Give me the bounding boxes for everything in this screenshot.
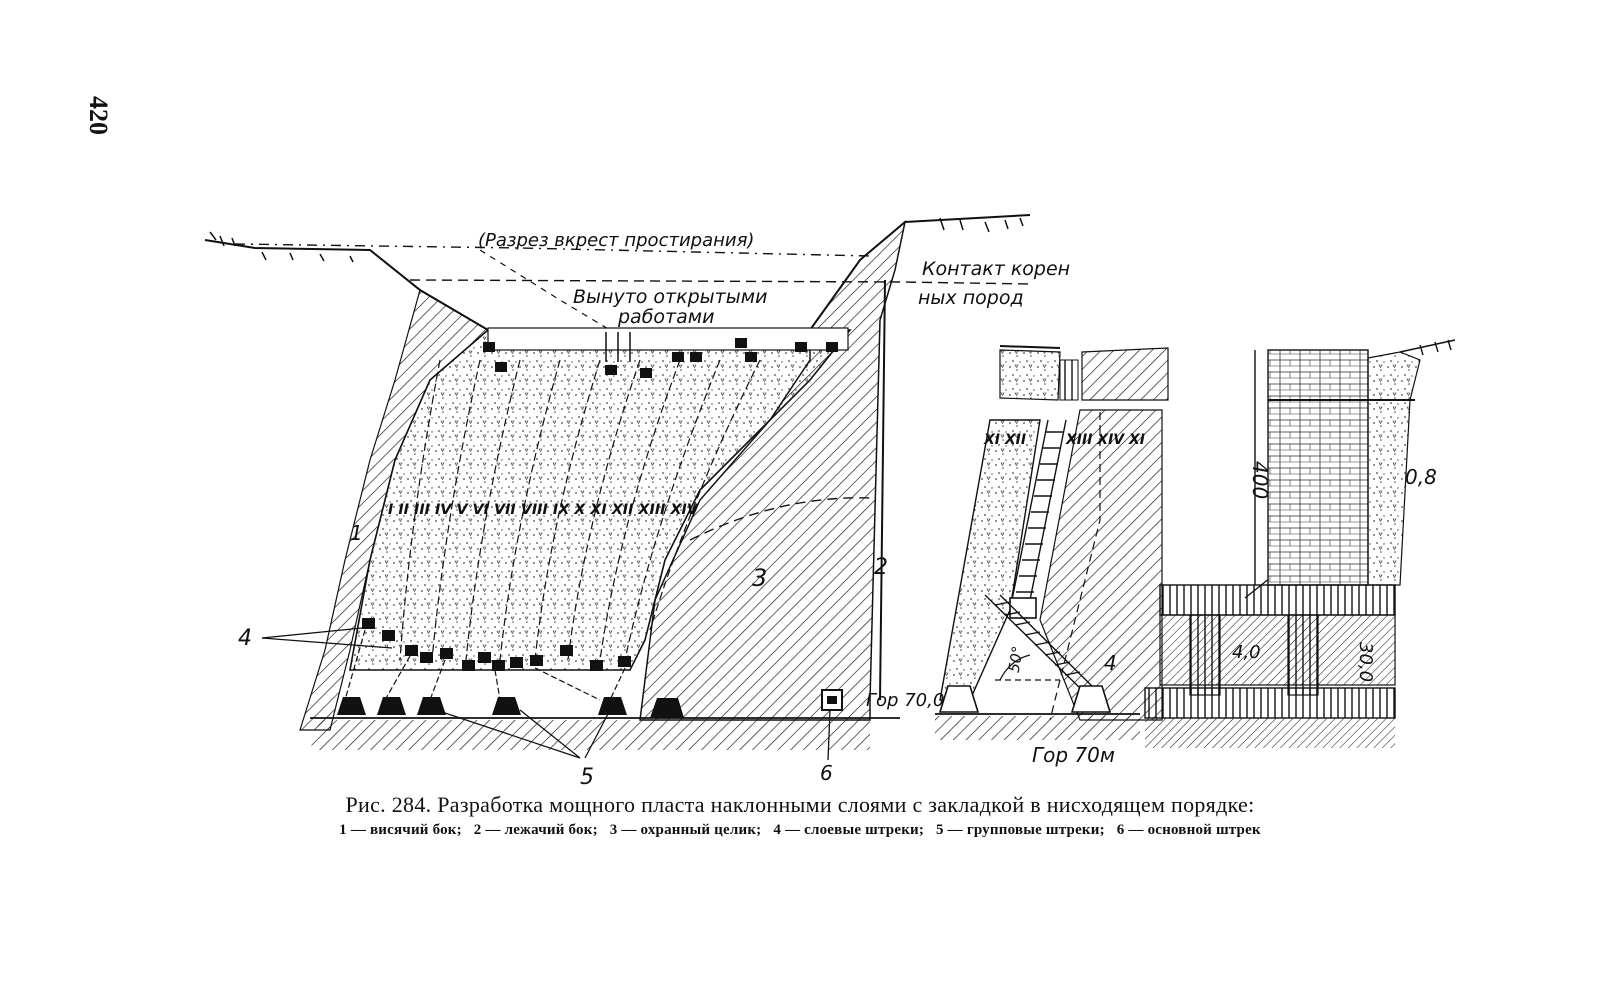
slice-lines bbox=[399, 359, 761, 661]
plan-bottom-timbers bbox=[1144, 687, 1396, 719]
detail-bottom-rock bbox=[935, 716, 1140, 740]
detail-top-shaft bbox=[1059, 359, 1079, 401]
detail-top-rock bbox=[999, 349, 1061, 401]
callout-1: 1 bbox=[350, 521, 363, 545]
surface-grass-left bbox=[209, 231, 354, 263]
section-label: (Разрез вкрест простирания) bbox=[478, 230, 754, 251]
dim-40: 4,0 bbox=[1232, 642, 1261, 663]
plan-top-grass bbox=[1399, 339, 1456, 353]
detail-callout-4: 4 bbox=[1104, 651, 1117, 675]
main-section: (Разрез вкрест простирания) Вынуто откры… bbox=[204, 214, 1271, 790]
callout-2: 2 bbox=[874, 555, 888, 580]
contact-label-line2: ных пород bbox=[918, 287, 1024, 309]
legend-item: 1 — висячий бок; bbox=[339, 822, 462, 838]
legend-item: 4 — слоевые штреки; bbox=[773, 822, 925, 838]
bottom-rock bbox=[310, 720, 870, 750]
dim-08: 0,8 bbox=[1405, 465, 1437, 489]
detail-slices-left: XI XII bbox=[983, 432, 1026, 448]
shaft bbox=[605, 332, 631, 362]
level-detail: Гор 70м bbox=[1032, 743, 1115, 767]
legend-item: 6 — основной штрек bbox=[1116, 822, 1261, 838]
removed-label-line2: работами bbox=[617, 306, 714, 328]
top-drifts bbox=[483, 338, 838, 378]
detail-slices-right: XIII XIV XI bbox=[1065, 432, 1145, 448]
detail-section: XI XII XIII XIV XI 50° 4 Гор 70м bbox=[935, 345, 1169, 767]
inclines bbox=[344, 629, 626, 701]
pillar-boundary bbox=[689, 497, 871, 541]
callout-leaders bbox=[261, 577, 1271, 761]
projection-line-2 bbox=[409, 279, 1031, 285]
figure-caption: Рис. 284. Разработка мощного пласта накл… bbox=[345, 792, 1255, 817]
footwall-right-edge bbox=[879, 279, 886, 701]
detail-footwall bbox=[1081, 347, 1169, 401]
plan-column-bricks bbox=[1267, 349, 1369, 586]
detail-angle-arc bbox=[999, 654, 1031, 681]
detail-drift-left bbox=[938, 685, 980, 713]
callout-3: 3 bbox=[752, 564, 767, 592]
plan-pillar-right bbox=[1287, 614, 1319, 696]
legend-item: 5 — групповые штреки; bbox=[936, 822, 1105, 838]
plan-section: 400 0,8 4,0 30,0 bbox=[1144, 339, 1456, 748]
open-pit-removed-band bbox=[487, 327, 849, 351]
contact-label-line1: Контакт корен bbox=[922, 258, 1070, 280]
legend-item: 3 — охранный целик; bbox=[609, 822, 762, 838]
dim-30: 30,0 bbox=[1355, 642, 1376, 682]
projection-line-3 bbox=[479, 249, 611, 331]
callout-5: 5 bbox=[580, 765, 594, 790]
callout-6: 6 bbox=[820, 761, 833, 785]
plan-pillar-left bbox=[1189, 614, 1221, 696]
detail-dashed-boundary bbox=[1049, 412, 1101, 721]
detail-angle: 50° bbox=[1005, 645, 1027, 674]
slice-numerals: I II III IV V VI VII VIII IX X XI XII XI… bbox=[388, 502, 699, 518]
plan-crossbeams bbox=[1159, 584, 1396, 616]
group-drifts bbox=[337, 697, 684, 718]
level-main: Гор 70,0 bbox=[866, 690, 944, 711]
detail-seam bbox=[939, 419, 1041, 701]
plan-bottom-hatch bbox=[1145, 718, 1395, 748]
callout-4: 4 bbox=[238, 626, 252, 651]
detail-drift-right bbox=[1070, 685, 1112, 713]
slice-drifts bbox=[362, 618, 631, 671]
detail-chute bbox=[984, 594, 1097, 691]
removed-label-line1: Вынуто открытыми bbox=[573, 286, 767, 308]
figure-legend: 1 — висячий бок; 2 — лежачий бок; 3 — ох… bbox=[0, 822, 1600, 839]
legend-item: 2 — лежачий бок; bbox=[473, 822, 598, 838]
dim-400: 400 bbox=[1248, 461, 1272, 499]
surface-grass-right bbox=[939, 217, 1024, 233]
detail-ladder bbox=[1011, 419, 1067, 601]
